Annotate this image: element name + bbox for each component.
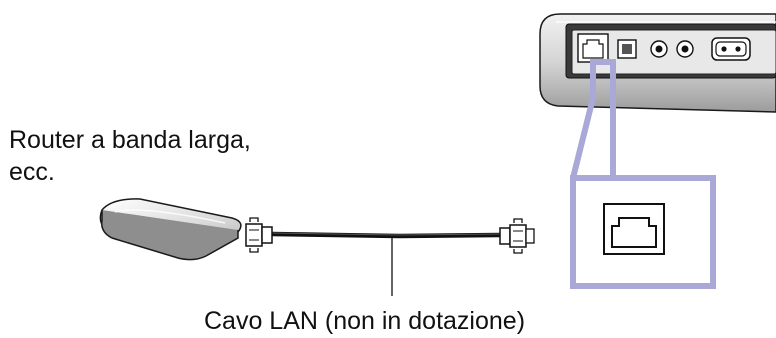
router-label-line1: Router a banda larga, (9, 126, 251, 154)
lan-port-icon (577, 33, 609, 63)
router-label-line2: ecc. (9, 158, 55, 186)
router-icon (99, 198, 242, 261)
power-inlet-icon (711, 37, 751, 61)
device-rear-panel (539, 13, 776, 113)
cable-label: Cavo LAN (non in dotazione) (204, 307, 526, 335)
lan-cable (245, 217, 535, 254)
router-label: Router a banda larga, ecc. (9, 124, 251, 188)
lan-plug-icon (245, 217, 273, 253)
port-highlight (570, 59, 716, 289)
lan-plug-icon (499, 218, 535, 254)
lan-port-magnified-icon (603, 203, 665, 255)
rca-jack-icon (650, 40, 694, 58)
optical-port-icon (617, 39, 637, 59)
